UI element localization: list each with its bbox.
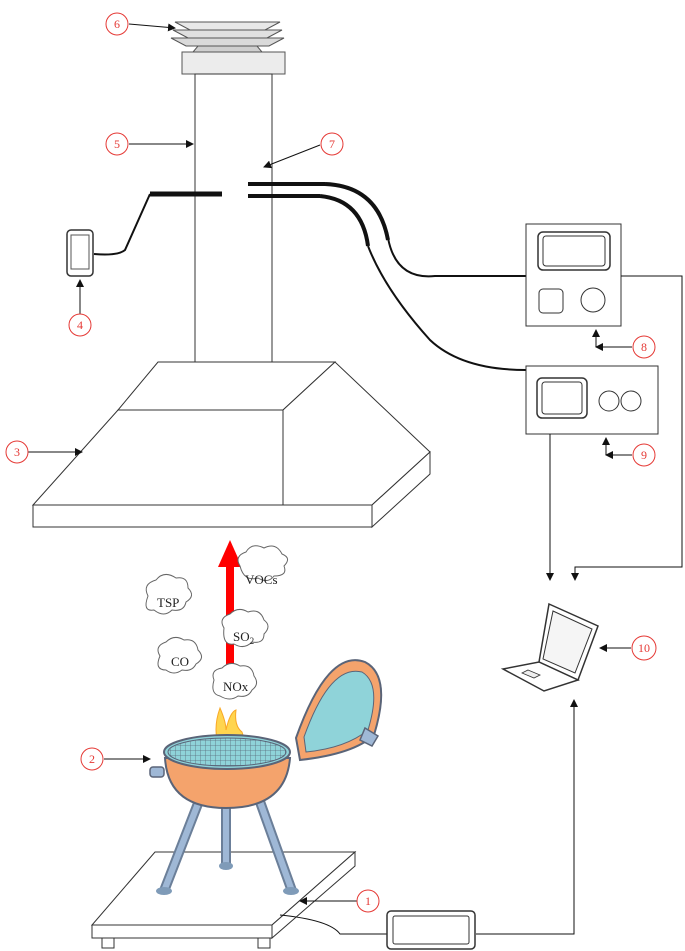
svg-text:2: 2 [89, 752, 95, 766]
gas-co-label: CO [171, 654, 189, 669]
label-9: 9 [632, 443, 656, 467]
label-5: 5 [105, 132, 129, 156]
gas-nox-label: NOx [223, 679, 249, 694]
svg-text:1: 1 [365, 894, 371, 908]
label-7: 7 [320, 132, 344, 156]
svg-text:10: 10 [638, 641, 650, 655]
label-3: 3 [5, 440, 29, 464]
gas-vocs-label: VOCs [245, 572, 278, 587]
svg-text:4: 4 [77, 318, 83, 332]
callout-arrows [28, 23, 632, 905]
svg-text:5: 5 [114, 137, 120, 151]
svg-text:3: 3 [14, 445, 20, 459]
label-8: 8 [632, 335, 656, 359]
label-4: 4 [68, 313, 92, 337]
label-10: 10 [631, 635, 657, 661]
svg-text:6: 6 [114, 17, 120, 31]
svg-text:7: 7 [329, 137, 335, 151]
exhaust-duct [194, 73, 273, 383]
rain-cap [170, 21, 286, 75]
fume-hood [31, 361, 431, 529]
data-connections [476, 275, 683, 935]
charcoal-grill [149, 659, 383, 895]
gas-clouds [145, 545, 288, 700]
sampling-probes [93, 182, 527, 371]
label-6: 6 [105, 12, 129, 36]
gas-analyzer-9 [525, 365, 659, 435]
svg-text:8: 8 [641, 340, 647, 354]
label-2: 2 [80, 747, 104, 771]
sensor-device [66, 229, 94, 277]
laptop [500, 602, 599, 692]
gas-tsp-label: TSP [157, 595, 179, 610]
label-1: 1 [356, 889, 380, 913]
scale-display [279, 910, 476, 950]
gas-analyzer-8 [525, 223, 622, 327]
svg-text:9: 9 [641, 448, 647, 462]
gas-so2-label: SO2 [233, 629, 254, 646]
